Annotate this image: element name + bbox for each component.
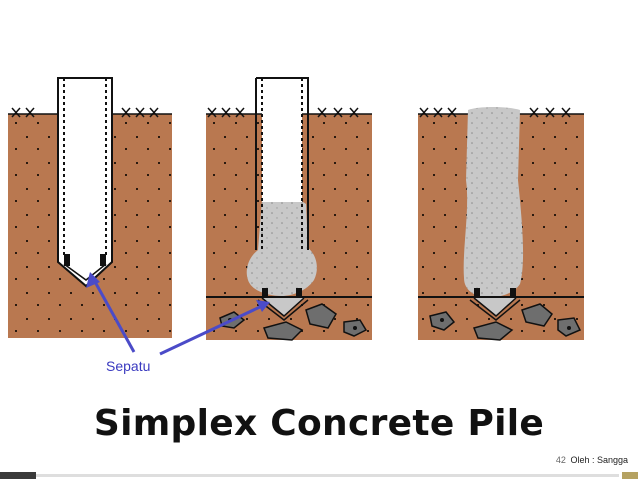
slide-number: 42	[555, 455, 566, 465]
arrowhead	[86, 272, 100, 288]
ground-hatch	[11, 107, 159, 118]
author-credit: Oleh : Sangga	[570, 455, 628, 465]
shoe-block-right	[296, 288, 302, 298]
shoe-label: Sepatu	[106, 358, 150, 374]
steel-casing	[57, 77, 113, 288]
footer-bar-rule	[36, 474, 619, 477]
steel-casing	[255, 77, 309, 250]
casing-interior	[262, 79, 302, 202]
concrete-bulb	[246, 196, 317, 296]
shoe-block-left	[474, 288, 480, 298]
shoe-tip	[261, 297, 305, 317]
shoe-block-right	[100, 254, 106, 266]
stage-2-concrete-placed	[206, 77, 372, 341]
stage-1-casing-driven	[8, 77, 172, 338]
shoe-pointer-arrows	[86, 272, 270, 356]
shoe-block-left	[262, 288, 268, 298]
shoe-block-right	[510, 288, 516, 298]
ground-hatch	[207, 107, 359, 118]
arrow-to-stage-2-shoe	[159, 304, 263, 356]
page-title: Simplex Concrete Pile	[93, 403, 545, 444]
stage-3-casing-withdrawn	[418, 107, 584, 341]
shoe-tip	[63, 263, 107, 281]
arrow-to-stage-1-shoe	[92, 279, 136, 353]
shoe-block-left	[64, 254, 70, 266]
footer-bar-accent	[622, 472, 638, 479]
credit-footer: 42 Oleh : Sangga	[556, 455, 628, 465]
footer-bar-left	[0, 472, 36, 479]
arrowhead	[256, 300, 270, 312]
concrete-column	[463, 107, 524, 298]
ground-hatch	[419, 107, 571, 118]
shoe-tip	[473, 297, 517, 317]
